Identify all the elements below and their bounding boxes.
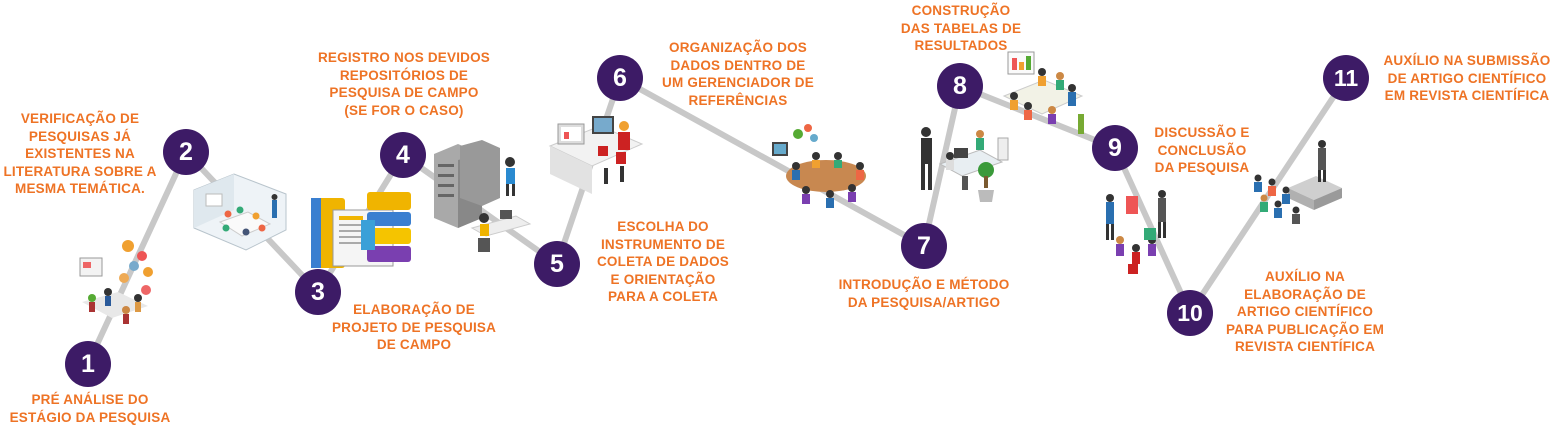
results-tables-illustration (1002, 51, 1084, 134)
server-room-illustration (434, 140, 532, 252)
audience-presentation-illustration (1254, 140, 1342, 224)
step-node-5: 5 (534, 241, 580, 287)
step-node-8: 8 (937, 63, 983, 109)
step-label-3: ELABORAÇÃO DE PROJETO DE PESQUISA DE CAM… (331, 302, 497, 352)
office-team-illustration (921, 127, 1009, 202)
glass-meeting-room-illustration (193, 173, 287, 251)
step-label-9: DISCUSSÃO E CONCLUSÃO DA PESQUISA (1154, 125, 1250, 175)
discussion-group-illustration (1106, 190, 1166, 274)
step-node-1: 1 (65, 341, 111, 387)
step-label-2: VERIFICAÇÃO DE PESQUISAS JÁ EXISTENTES N… (3, 111, 157, 196)
conference-table-illustration (772, 124, 866, 208)
step-label-10: AUXÍLIO NA ELABORAÇÃO DE ARTIGO CIENTÍFI… (1225, 269, 1385, 354)
step-node-2: 2 (163, 129, 209, 175)
step-node-7: 7 (901, 223, 947, 269)
step-node-11: 11 (1323, 55, 1369, 101)
step-node-6: 6 (597, 55, 643, 101)
books-documents-illustration (311, 192, 411, 268)
step-label-4: REGISTRO NOS DEVIDOS REPOSITÓRIOS DE PES… (317, 50, 491, 118)
step-node-4: 4 (380, 132, 426, 178)
desk-computer-illustration (548, 116, 644, 194)
step-node-9: 9 (1092, 125, 1138, 171)
step-label-1: PRÉ ANÁLISE DO ESTÁGIO DA PESQUISA (9, 392, 171, 425)
step-label-8: CONSTRUÇÃO DAS TABELAS DE RESULTADOS (900, 3, 1022, 53)
step-label-11: AUXÍLIO NA SUBMISSÃO DE ARTIGO CIENTÍFIC… (1383, 53, 1551, 103)
meeting-presentation-illustration (79, 240, 153, 324)
step-node-10: 10 (1167, 290, 1213, 336)
step-label-6: ORGANIZAÇÃO DOS DADOS DENTRO DE UM GEREN… (662, 40, 814, 108)
step-label-5: ESCOLHA DO INSTRUMENTO DE COLETA DE DADO… (596, 219, 729, 304)
step-node-3: 3 (295, 269, 341, 315)
step-label-7: INTRODUÇÃO E MÉTODO DA PESQUISA/ARTIGO (838, 277, 1010, 310)
